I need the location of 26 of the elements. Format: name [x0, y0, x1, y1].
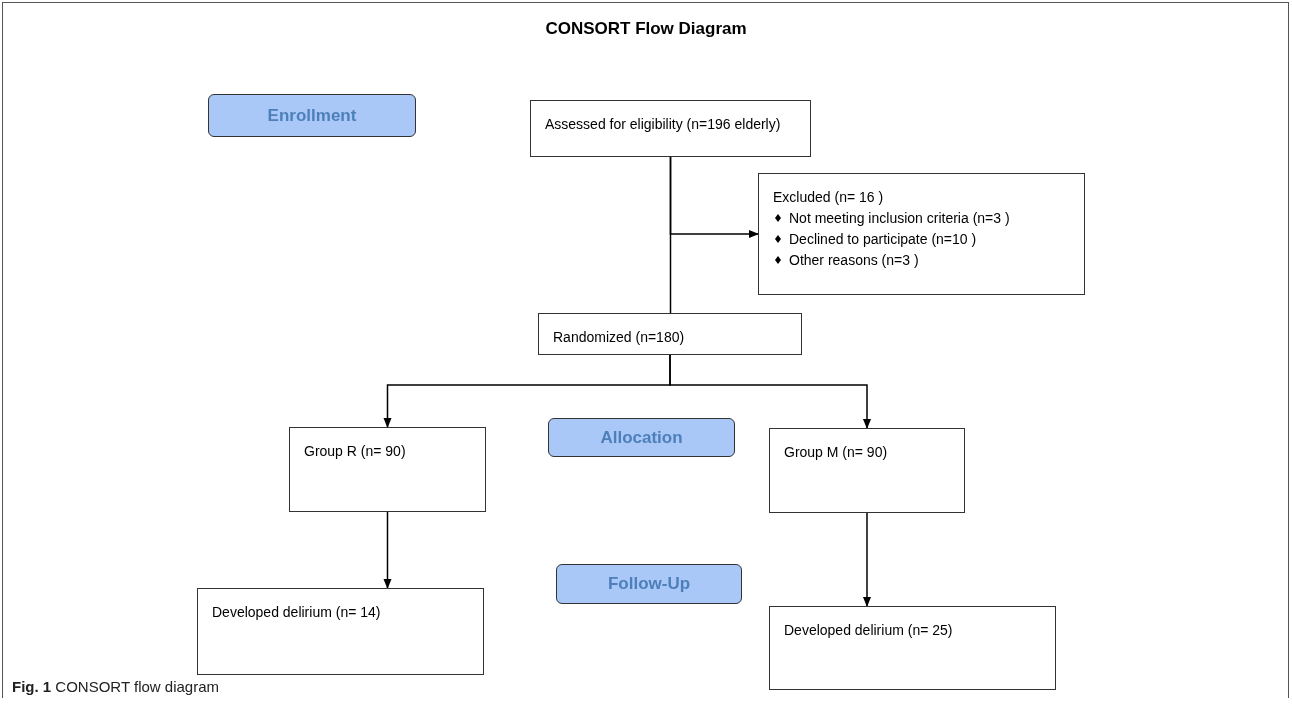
box-text: Developed delirium (n= 14): [212, 603, 382, 621]
arrow: [669, 354, 871, 429]
arrow: [383, 511, 392, 589]
box-text: Excluded (n= 16 ): [773, 188, 885, 206]
process-box: [538, 313, 802, 355]
arrow: [669, 156, 759, 238]
process-box: [530, 100, 811, 157]
list-item-text: Not meeting inclusion criteria (n=3 ): [789, 209, 1010, 227]
box-text: Randomized (n=180): [553, 328, 686, 346]
figure-caption: Fig. 1 CONSORT flow diagram: [12, 677, 219, 697]
list-item-text: Other reasons (n=3 ): [789, 251, 919, 269]
process-box: [197, 588, 484, 675]
process-box: [289, 427, 486, 512]
stage-label: Follow-Up: [556, 564, 742, 604]
process-box: [758, 173, 1085, 295]
stage-label: Allocation: [548, 418, 735, 457]
list-item-text: Declined to participate (n=10 ): [789, 230, 977, 248]
process-box: [769, 428, 965, 513]
box-text: Assessed for eligibility (n=196 elderly): [545, 115, 782, 133]
box-text: Developed delirium (n= 25): [784, 621, 954, 639]
diagram-title: CONSORT Flow Diagram: [544, 18, 748, 40]
box-text: Group R (n= 90): [304, 442, 407, 460]
stage-label: Enrollment: [208, 94, 416, 137]
process-box: [769, 606, 1056, 690]
arrow: [863, 512, 871, 607]
box-text: Group M (n= 90): [784, 443, 889, 461]
